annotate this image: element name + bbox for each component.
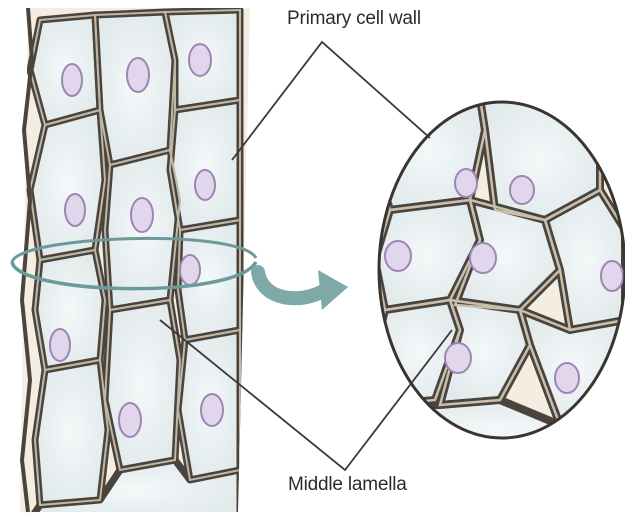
oval-cells xyxy=(370,98,625,460)
primary-cell-wall-label: Primary cell wall xyxy=(287,8,421,30)
primary-wall-leader xyxy=(232,42,430,160)
middle-lamella-label: Middle lamella xyxy=(288,474,407,496)
magnified-oval-view xyxy=(370,95,625,460)
plant-tissue-strip xyxy=(0,0,260,518)
magnify-arrow xyxy=(258,270,348,310)
